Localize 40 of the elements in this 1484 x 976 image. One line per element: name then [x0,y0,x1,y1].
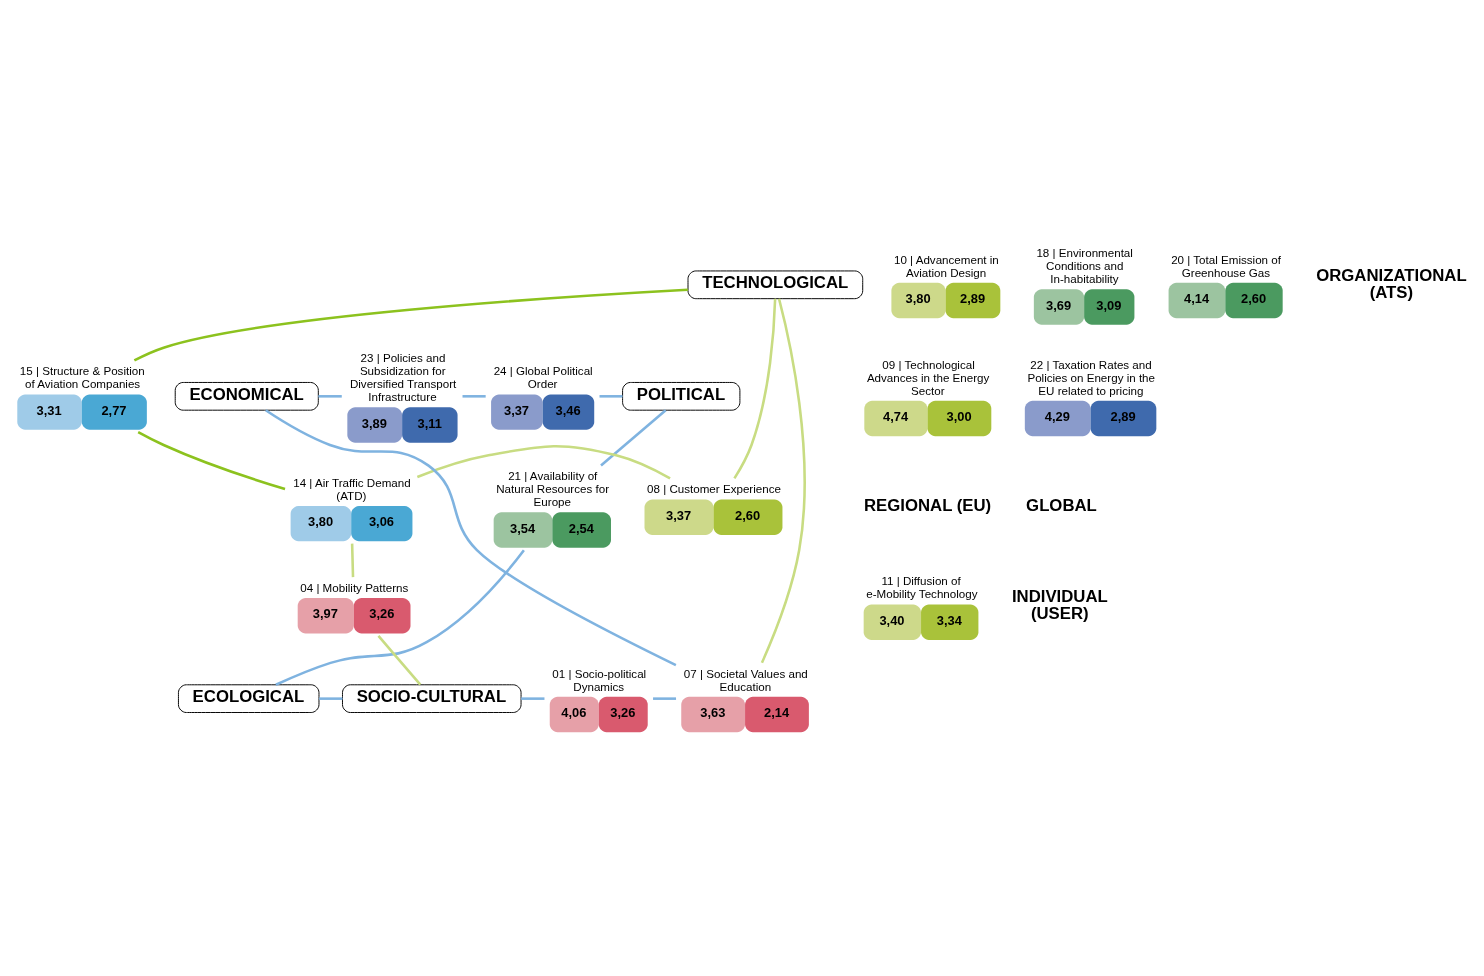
connector [653,696,677,700]
connector [377,634,422,685]
label: INDIVIDUAL (USER) [1011,586,1108,623]
connector [521,696,545,700]
node-label: 07 | Societal Values and Education [683,666,808,693]
node-label: 15 | Structure & Position of Aviation Companies [19,363,145,390]
node-label: 11 | Diffusion of e-Mobility Technology [866,573,978,600]
connector [133,287,688,362]
connector [350,543,355,577]
label: GLOBAL [1026,495,1097,515]
node-label: 09 | Technological Advances in the Energy Sector [866,357,990,397]
label: ORGANIZATIONAL (ATS) [1316,265,1467,302]
connector [319,696,343,700]
node-label: 21 | Availability of Natural Resources for Europe [496,468,610,508]
node-label: 14 | Air Traffic Demand (ATD) [293,475,411,502]
label: REGIONAL (EU) [863,495,992,515]
node-label: 04 | Mobility Patterns [300,580,409,594]
node-label: 20 | Total Emission of Greenhouse Gas [1171,252,1281,279]
connector [600,408,667,467]
node-label: 18 | Environmental Conditions and In-habitability [1036,245,1133,285]
node-box: ECOLOGICAL [177,683,320,713]
node-label: 01 | Socio-political Dynamics [552,666,647,693]
connector [733,298,777,479]
node-label: 08 | Customer Experience [647,481,781,495]
connector [275,548,525,686]
node-box: TECHNOLOGICAL [687,269,864,299]
connector [265,408,677,666]
node-box: POLITICAL [622,381,741,411]
connector [760,297,806,663]
node-label: 22 | Taxation Rates and Policies on Energy in the EU related to pricing [1027,357,1156,397]
node-label: 10 | Advancement in Aviation Design [893,252,999,279]
node-label: 24 | Global Political Order [493,363,593,390]
connector [416,444,671,480]
node-label: 23 | Policies and Subsidization for Diversified Transport Infrastructure [349,350,457,403]
connector [137,430,286,490]
connector [318,394,342,398]
node-box: SOCIO-CULTURAL [342,683,522,713]
connector [599,394,623,398]
connector [462,394,486,398]
node-box: ECONOMICAL [174,381,319,411]
